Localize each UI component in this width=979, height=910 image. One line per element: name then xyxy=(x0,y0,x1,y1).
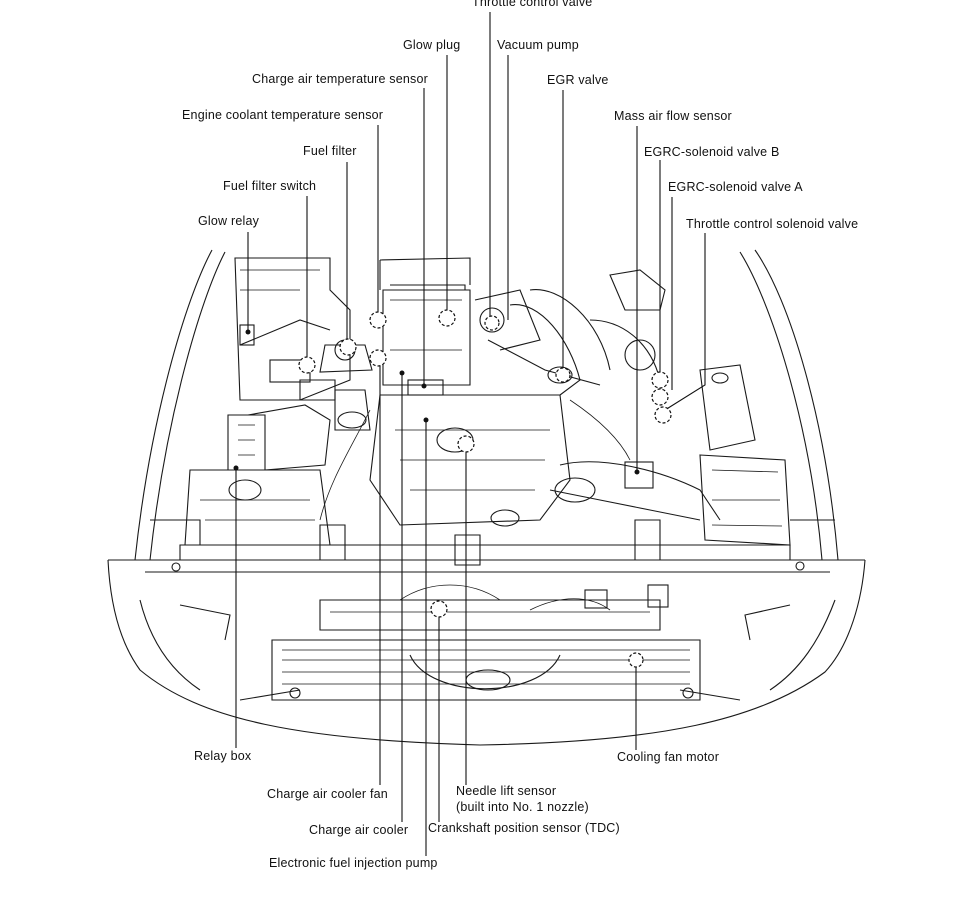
label-needle-lift-sensor: Needle lift sensor xyxy=(456,784,557,798)
label-fuel-filter: Fuel filter xyxy=(303,144,357,158)
label-vacuum-pump: Vacuum pump xyxy=(497,38,579,52)
label-throttle-control-solenoid-valve: Throttle control solenoid valve xyxy=(686,217,859,231)
label-engine-coolant-temperature-sensor: Engine coolant temperature sensor xyxy=(182,108,384,122)
label-mass-air-flow-sensor: Mass air flow sensor xyxy=(614,109,732,123)
label-crankshaft-position-sensor: Crankshaft position sensor (TDC) xyxy=(428,821,620,835)
label-glow-plug: Glow plug xyxy=(403,38,461,52)
label-egrc-solenoid-valve-a: EGRC-solenoid valve A xyxy=(668,180,803,194)
label-egrc-solenoid-valve-b: EGRC-solenoid valve B xyxy=(644,145,780,159)
label-fuel-filter-switch: Fuel filter switch xyxy=(223,179,317,193)
vehicle-body-outline xyxy=(107,249,866,746)
label-needle-lift-sensor-note: (built into No. 1 nozzle) xyxy=(456,800,589,814)
label-throttle-control-valve: Throttle control valve xyxy=(472,0,593,9)
leader-lines xyxy=(235,12,706,856)
label-egr-valve: EGR valve xyxy=(547,73,609,87)
label-electronic-fuel-injection-pump: Electronic fuel injection pump xyxy=(269,856,438,870)
label-relay-box: Relay box xyxy=(194,749,252,763)
label-cooling-fan-motor: Cooling fan motor xyxy=(617,750,720,764)
label-charge-air-temperature-sensor: Charge air temperature sensor xyxy=(252,72,429,86)
label-charge-air-cooler-fan: Charge air cooler fan xyxy=(267,787,388,801)
location-markers xyxy=(233,309,672,668)
engine-components xyxy=(184,257,791,611)
label-glow-relay: Glow relay xyxy=(198,214,260,228)
label-charge-air-cooler: Charge air cooler xyxy=(309,823,409,837)
